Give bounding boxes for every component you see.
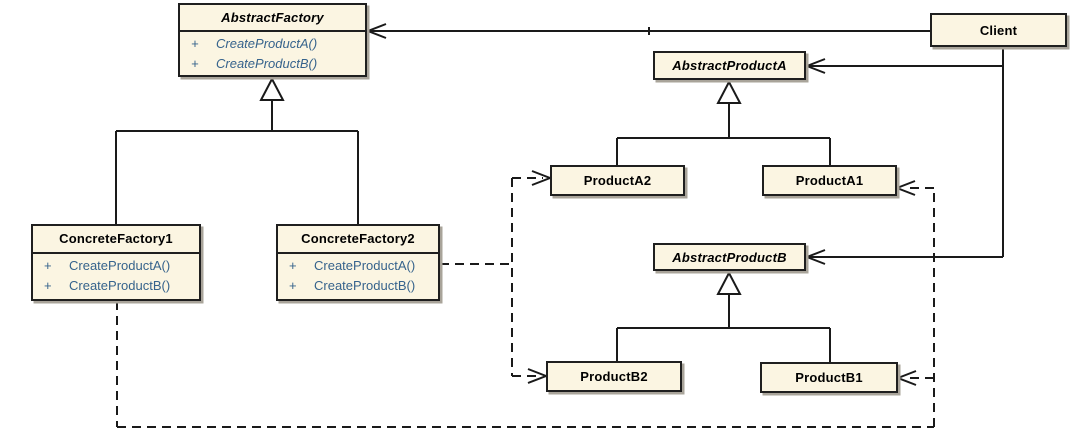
class-abstract-factory[interactable]: AbstractFactory + CreateProductA() + Cre…: [178, 3, 367, 77]
generalization-triangle-icon: [716, 79, 742, 104]
method-create-product-a: + CreateProductA(): [289, 256, 438, 276]
method-visibility: +: [191, 36, 199, 51]
class-title: Client: [979, 22, 1018, 38]
method-create-product-b: + CreateProductB(): [44, 276, 199, 296]
class-title: ProductA2: [583, 173, 652, 188]
class-title: ConcreteFactory1: [33, 226, 199, 254]
methods-compartment: + CreateProductA() + CreateProductB(): [180, 32, 365, 74]
class-client[interactable]: Client: [930, 13, 1067, 47]
open-arrowhead-icon: [894, 180, 916, 196]
method-create-product-a: + CreateProductA(): [191, 34, 365, 54]
method-visibility: +: [289, 258, 297, 273]
method-signature: CreateProductA(): [314, 258, 416, 273]
method-create-product-a: + CreateProductA(): [44, 256, 199, 276]
method-visibility: +: [44, 278, 52, 293]
method-signature: CreateProductB(): [216, 56, 318, 71]
class-abstract-product-a[interactable]: AbstractProductA: [653, 51, 806, 80]
open-arrowhead-icon: [804, 249, 826, 265]
class-title: AbstractProductB: [672, 249, 787, 265]
open-arrowhead-icon: [804, 58, 826, 74]
open-arrowhead-icon: [895, 370, 917, 386]
association-client-abstractproductb: [804, 249, 1003, 265]
generalization-products-abstractproductb: [616, 270, 831, 362]
class-title: AbstractProductA: [672, 58, 787, 73]
class-product-b1[interactable]: ProductB1: [760, 362, 898, 393]
class-concrete-factory-1[interactable]: ConcreteFactory1 + CreateProductA() + Cr…: [31, 224, 201, 301]
method-visibility: +: [44, 258, 52, 273]
dependency-concretefactory1-products: [116, 180, 935, 428]
method-signature: CreateProductA(): [216, 36, 318, 51]
class-title: ProductA1: [795, 173, 864, 188]
method-create-product-b: + CreateProductB(): [191, 54, 365, 74]
class-product-a2[interactable]: ProductA2: [550, 165, 685, 196]
method-visibility: +: [191, 56, 199, 71]
class-title: ProductB1: [795, 370, 863, 385]
open-arrowhead-icon: [365, 23, 387, 39]
method-create-product-b: + CreateProductB(): [289, 276, 438, 296]
generalization-concretefactories-abstractfactory: [115, 76, 359, 224]
method-visibility: +: [289, 278, 297, 293]
class-title: AbstractFactory: [180, 5, 365, 32]
class-title: ConcreteFactory2: [278, 226, 438, 254]
generalization-triangle-icon: [259, 76, 285, 101]
dependency-concretefactory2-products: [440, 170, 553, 384]
class-abstract-product-b[interactable]: AbstractProductB: [653, 243, 806, 271]
class-product-a1[interactable]: ProductA1: [762, 165, 897, 196]
generalization-triangle-icon: [716, 270, 742, 295]
association-client-abstractproducta: [804, 47, 1004, 257]
association-client-abstractfactory: [365, 23, 930, 39]
method-signature: CreateProductB(): [314, 278, 416, 293]
class-product-b2[interactable]: ProductB2: [546, 361, 682, 392]
generalization-products-abstractproducta: [616, 79, 831, 165]
methods-compartment: + CreateProductA() + CreateProductB(): [278, 254, 438, 296]
class-concrete-factory-2[interactable]: ConcreteFactory2 + CreateProductA() + Cr…: [276, 224, 440, 301]
methods-compartment: + CreateProductA() + CreateProductB(): [33, 254, 199, 296]
method-signature: CreateProductA(): [69, 258, 171, 273]
method-signature: CreateProductB(): [69, 278, 171, 293]
class-title: ProductB2: [580, 369, 648, 384]
